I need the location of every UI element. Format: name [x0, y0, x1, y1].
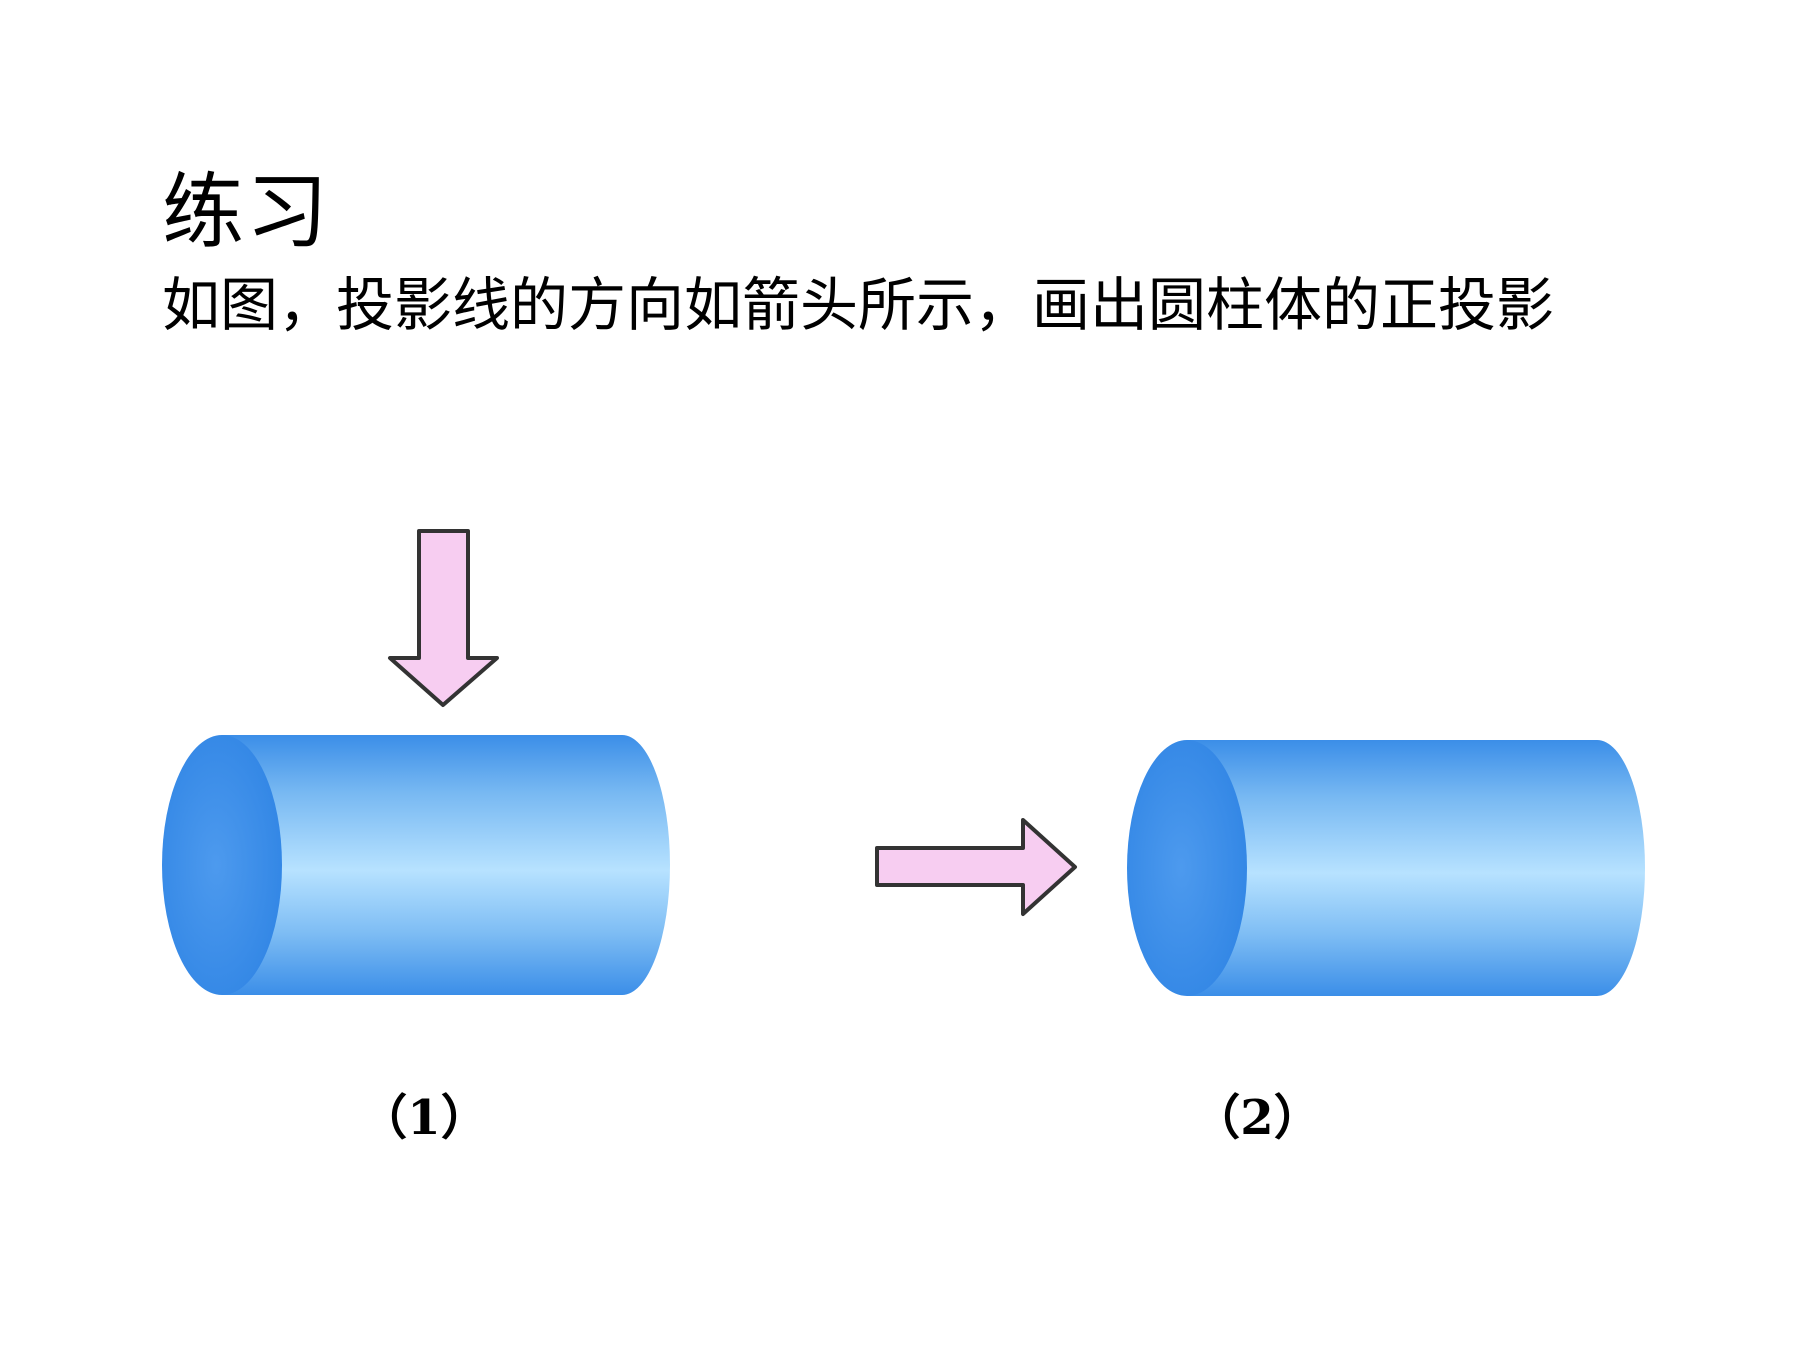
cylinder-1-body — [222, 735, 670, 995]
cylinder-2-body — [1187, 740, 1645, 996]
instruction-text: 如图，投影线的方向如箭头所示，画出圆柱体的正投影 — [162, 271, 1555, 339]
cylinder-2 — [1127, 740, 1645, 996]
cylinder-2-cap — [1127, 740, 1247, 996]
figure-1-label: （1） — [359, 1090, 489, 1146]
cylinder-1 — [162, 735, 670, 995]
figure-2-label: （2） — [1192, 1090, 1322, 1146]
figure-2 — [875, 740, 1645, 996]
figure-1 — [162, 529, 670, 995]
cylinder-1-cap — [162, 735, 282, 995]
exercise-title: 练习 — [162, 165, 331, 260]
projection-arrow-right-2 — [875, 818, 1077, 916]
projection-arrow-down-1 — [388, 529, 499, 707]
